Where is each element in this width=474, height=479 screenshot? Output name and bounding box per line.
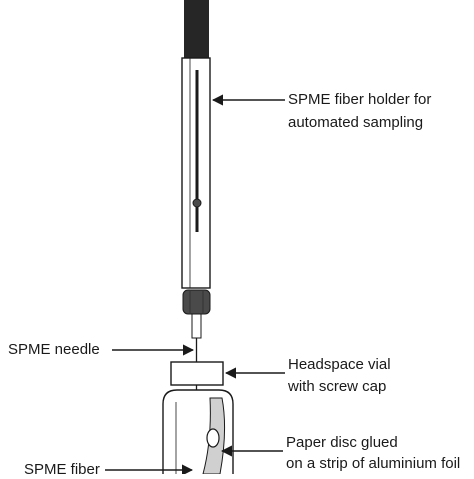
label-needle: SPME needle <box>8 341 100 358</box>
paper-disc <box>206 428 220 448</box>
holder-knurled-collar <box>182 289 211 315</box>
label-holder-line1: SPME fiber holder for <box>288 91 432 108</box>
holder-top-rod <box>184 0 209 58</box>
label-vial-line1: Headspace vial <box>288 356 391 373</box>
label-disc-line1: Paper disc glued <box>286 434 398 451</box>
vial-screw-cap <box>170 361 224 386</box>
label-disc-line2: on a strip of aluminium foil <box>286 455 461 472</box>
label-holder-line2: automated sampling <box>288 114 424 131</box>
holder-slider-knob <box>192 198 202 208</box>
needle-guide <box>191 313 202 339</box>
label-fiber: SPME fiber <box>24 461 100 478</box>
label-vial-line2: with screw cap <box>288 378 387 395</box>
